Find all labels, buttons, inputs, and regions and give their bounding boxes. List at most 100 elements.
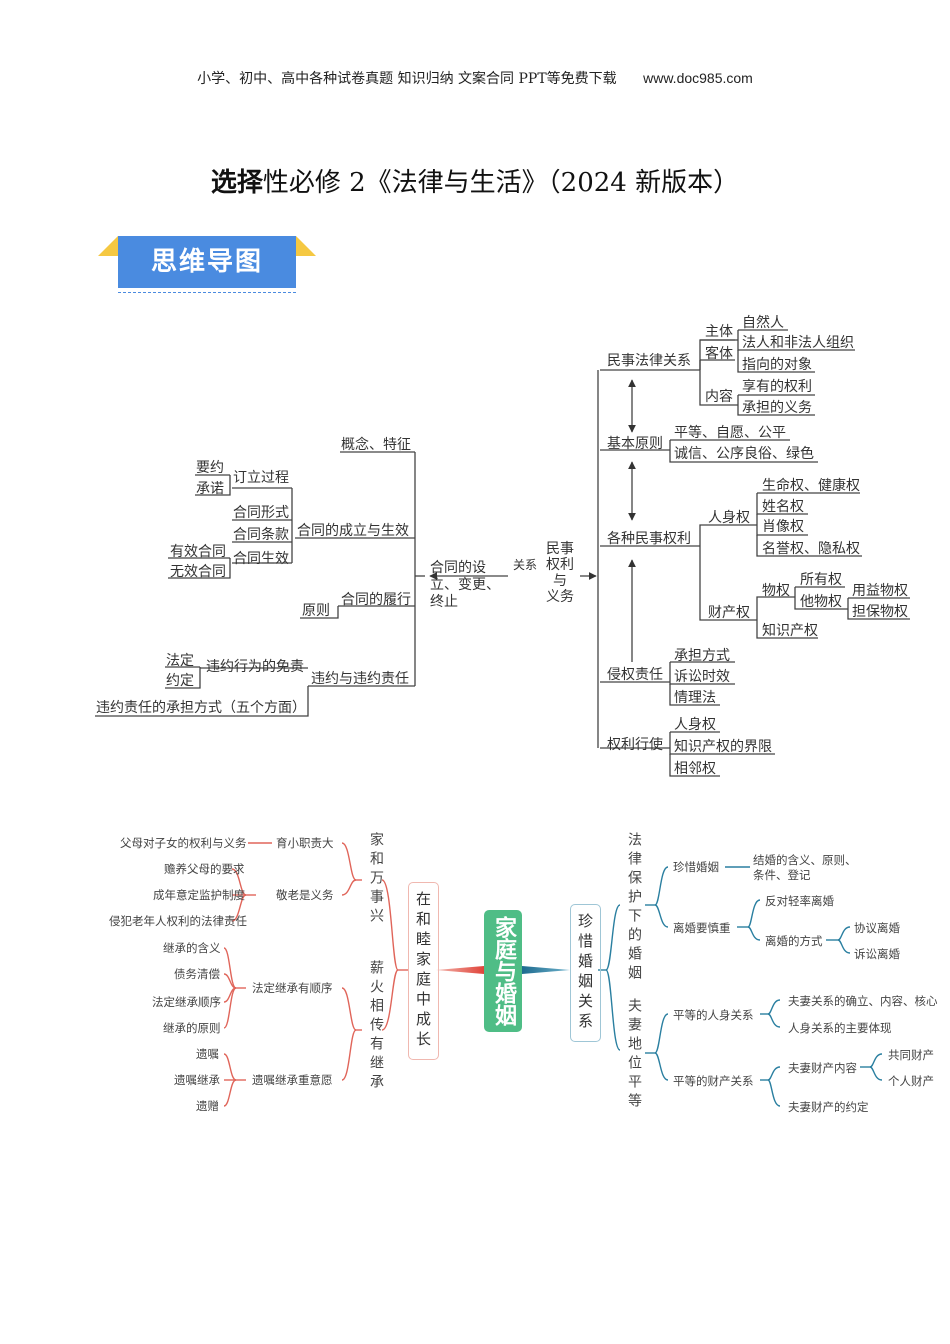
node-other-real: 他物权 [800, 594, 842, 610]
title-bold: 选择 [210, 168, 263, 198]
node-tort: 侵权责任 [607, 667, 663, 683]
leaf: 承担方式 [674, 648, 730, 664]
node-performance: 合同的履行 [341, 592, 411, 608]
leaf: 条件、登记 [753, 868, 811, 882]
leaf: 人身关系的主要体现 [788, 1021, 892, 1035]
leaf: 遗嘱继承 [174, 1073, 220, 1087]
leaf: 个人财产 [888, 1074, 934, 1088]
leaf: 情理法 [674, 690, 716, 706]
left-root: 合同的设立、变更、终止 [430, 560, 500, 610]
leaf: 名誉权、隐私权 [762, 541, 860, 557]
leaf: 赡养父母的要求 [164, 862, 245, 876]
root-line: 民事 [546, 541, 574, 557]
node-property-content: 夫妻财产内容 [788, 1061, 857, 1075]
leaf: 原则 [302, 603, 330, 619]
leaf: 生命权、健康权 [762, 478, 860, 494]
mindmap1-connectors [95, 329, 910, 777]
node-object: 客体 [705, 346, 733, 362]
leaf: 协议离婚 [854, 921, 900, 935]
leaf: 要约 [196, 460, 224, 476]
site-header: 小学、初中、高中各种试卷真题 知识归纳 文案合同 PPT等免费下载 www.do… [0, 68, 950, 88]
leaf: 肖像权 [762, 519, 804, 535]
node-effect: 合同生效 [233, 551, 289, 567]
node-harmonious-family: 在和睦家庭中成长 [408, 882, 439, 1060]
leaf: 遗嘱 [196, 1047, 219, 1061]
node-content: 内容 [705, 389, 733, 405]
node-exemption: 违约行为的免责 [206, 659, 304, 675]
node-property-rights: 财产权 [708, 605, 750, 621]
root-line: 义务 [546, 589, 574, 605]
leaf: 侵犯老年人权利的法律责任 [109, 914, 247, 928]
node-form: 合同形式 [233, 505, 289, 521]
node-elders: 敬老是义务 [276, 888, 334, 902]
leaf: 继承的原则 [163, 1021, 221, 1035]
leaf: 知识产权 [762, 623, 818, 639]
root-line: 权利 [546, 557, 574, 573]
leaf: 用益物权 [852, 583, 908, 599]
leaf: 诉讼时效 [674, 669, 730, 685]
branch-left [436, 966, 484, 974]
leaf: 承担的义务 [742, 400, 812, 416]
node-cherish: 珍惜婚姻 [673, 860, 719, 874]
leaf: 诚信、公序良俗、绿色 [674, 446, 814, 462]
leaf: 人身权 [674, 717, 716, 733]
node-will-inheritance: 遗嘱继承重意愿 [252, 1073, 333, 1087]
leaf: 承诺 [196, 481, 224, 497]
node-family-harmony: 家和万事兴 [368, 832, 384, 927]
leaf: 法定 [166, 653, 194, 669]
node-formation: 合同的成立与生效 [297, 523, 409, 539]
header-tagline: 小学、初中、高中各种试卷真题 知识归纳 文案合同 PPT等免费下载 [197, 71, 617, 87]
leaf: 知识产权的界限 [674, 739, 772, 755]
header-url[interactable]: www.doc985.com [643, 70, 753, 86]
leaf: 成年意定监护制度 [153, 888, 245, 902]
branch-right [522, 966, 570, 974]
root-line: 与 [553, 573, 567, 589]
leaf: 法人和非法人组织 [742, 335, 854, 351]
node-real-rights: 物权 [762, 583, 790, 599]
leaf: 指向的对象 [742, 357, 812, 373]
section-banner: 思维导图 [118, 236, 296, 288]
center-label: 家庭与婚姻 [491, 916, 516, 1026]
leaf: 法定继承顺序 [152, 995, 221, 1009]
banner-underline [118, 292, 296, 293]
node-subject: 主体 [705, 324, 733, 340]
leaf: 所有权 [800, 572, 842, 588]
leaf: 无效合同 [170, 564, 226, 580]
node-exercise: 权利行使 [607, 737, 663, 753]
node-rights: 各种民事权利 [607, 531, 691, 547]
leaf: 遗赠 [196, 1099, 219, 1113]
map1-root: 民事 权利 与 义务 [546, 541, 574, 605]
leaf: 自然人 [742, 315, 784, 331]
node-principles: 基本原则 [607, 436, 663, 452]
leaf: 共同财产 [888, 1048, 934, 1062]
node-process: 订立过程 [233, 470, 289, 486]
node-divorce: 离婚要慎重 [673, 921, 731, 935]
relation-label: 关系 [513, 558, 538, 572]
leaf: 反对轻率离婚 [765, 894, 834, 908]
node-cherish-marriage: 珍惜婚姻关系 [570, 904, 601, 1042]
banner-wing-right [296, 236, 316, 256]
node-inheritance: 薪火相传有继承 [368, 960, 384, 1093]
leaf: 继承的含义 [163, 941, 221, 955]
node-liability: 违约责任的承担方式（五个方面） [96, 700, 306, 716]
leaf: 结婚的含义、原则、 [753, 853, 857, 867]
leaf: 相邻权 [674, 761, 716, 777]
leaf: 父母对子女的权利与义务 [120, 836, 247, 850]
node-breach: 违约与违约责任 [311, 671, 409, 687]
banner-wing-left [98, 236, 118, 256]
leaf: 诉讼离婚 [854, 947, 900, 961]
page-title: 选择性必修 2《法律与生活》（2024 新版本） [0, 162, 950, 199]
map2-center: 家庭与婚姻 [484, 910, 522, 1032]
node-concept: 概念、特征 [341, 437, 411, 453]
node-legal-inheritance: 法定继承有顺序 [252, 981, 333, 995]
node-law-protected: 法律保护下的婚姻 [626, 832, 642, 984]
node-legal-relation: 民事法律关系 [607, 353, 691, 369]
node-divorce-ways: 离婚的方式 [765, 934, 823, 948]
leaf: 享有的权利 [742, 379, 812, 395]
leaf: 平等、自愿、公平 [674, 425, 786, 441]
leaf: 姓名权 [762, 499, 804, 515]
node-personal-rights: 人身权 [708, 510, 750, 526]
node-equality: 夫妻地位平等 [626, 998, 642, 1112]
node-equal-property: 平等的财产关系 [673, 1074, 754, 1088]
leaf: 有效合同 [170, 544, 226, 560]
